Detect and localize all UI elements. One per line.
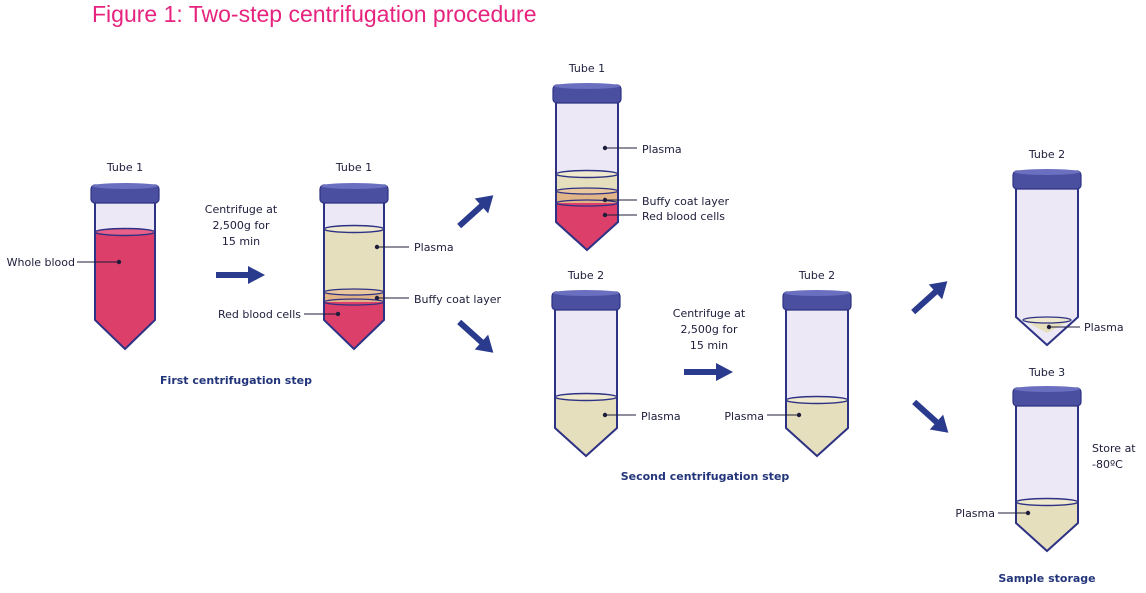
store-note-line-2: -80ºC: [1092, 458, 1123, 471]
centrifuge-1-line-1: Centrifuge at: [205, 203, 278, 216]
step-label-first: First centrifugation step: [160, 374, 312, 387]
tube-b-label: Tube 1: [335, 161, 372, 174]
figure-title: Figure 1: Two-step centrifugation proced…: [92, 1, 537, 27]
leader-dot: [116, 259, 122, 265]
centrifuge-1-line-2: 2,500g for: [212, 219, 270, 232]
tube-c-separated: Tube 1 Plasma Buffy coat layer Red blood…: [552, 62, 730, 252]
centrifuge-2-line-2: 2,500g for: [680, 323, 738, 336]
label-plasma: Plasma: [642, 143, 682, 156]
tube-f-glass: [1016, 189, 1078, 345]
tube-d-outline: [554, 310, 618, 458]
tube-a-label: Tube 1: [106, 161, 143, 174]
tube-c-outline: [555, 103, 619, 252]
tube-d-plasma: Tube 2 Plasma: [551, 269, 681, 458]
tube-b-buffy-surface: [323, 288, 385, 296]
tube-g-outline: [1015, 406, 1079, 553]
centrifuge-instruction-1: Centrifuge at 2,500g for 15 min: [205, 203, 278, 248]
centrifuge-2-line-1: Centrifuge at: [673, 307, 746, 320]
label-plasma: Plasma: [414, 241, 454, 254]
tube-b-rbc-layer: [324, 302, 384, 349]
tube-b-cap-top: [321, 183, 387, 189]
label-buffy-coat: Buffy coat layer: [414, 293, 502, 306]
tube-c-label: Tube 1: [568, 62, 605, 75]
tube-e-plasma: Tube 2 Plasma: [724, 269, 852, 458]
tube-b-separated: Tube 1 Plasma Buffy coat layer Red blood…: [218, 161, 502, 351]
tube-e-outline: [785, 310, 849, 458]
tube-a-blood-layer: [95, 232, 155, 349]
tube-a-blood-surface: [94, 227, 156, 237]
right-arrow: [684, 363, 733, 381]
label-plasma: Plasma: [1084, 321, 1124, 334]
step-label-second: Second centrifugation step: [621, 470, 790, 483]
label-plasma: Plasma: [641, 410, 681, 423]
label-whole-blood: Whole blood: [7, 256, 75, 269]
tube-g-storage: Tube 3 Plasma: [955, 366, 1082, 553]
right-arrow: [216, 266, 265, 284]
tube-a-outline: [94, 203, 156, 351]
tube-a-cap-top: [92, 183, 158, 189]
storage-note: Store at -80ºC: [1092, 442, 1136, 471]
label-buffy-coat: Buffy coat layer: [642, 195, 730, 208]
down-right-arrow: [912, 399, 949, 433]
label-plasma: Plasma: [955, 507, 995, 520]
store-note-line-1: Store at: [1092, 442, 1136, 455]
up-right-arrow: [457, 195, 494, 229]
label-plasma: Plasma: [724, 410, 764, 423]
step-label-storage: Sample storage: [998, 572, 1095, 585]
tube-f-outline: [1015, 189, 1079, 347]
tube-b-outline: [323, 203, 385, 351]
tube-g-label: Tube 3: [1028, 366, 1065, 379]
down-right-arrow: [457, 319, 494, 353]
centrifuge-2-line-3: 15 min: [690, 339, 728, 352]
label-red-blood-cells: Red blood cells: [642, 210, 725, 223]
centrifuge-instruction-2: Centrifuge at 2,500g for 15 min: [673, 307, 746, 352]
tube-e-plasma-layer: [786, 400, 848, 456]
label-red-blood-cells: Red blood cells: [218, 308, 301, 321]
tube-f-plasma: Tube 2 Plasma: [1012, 148, 1124, 347]
tube-b-plasma-surface: [323, 224, 385, 234]
tube-d-plasma-layer: [555, 397, 617, 456]
tube-f-label: Tube 2: [1028, 148, 1065, 161]
tube-c-rbc-layer: [556, 203, 618, 250]
centrifuge-1-line-3: 15 min: [222, 235, 260, 248]
tube-d-label: Tube 2: [567, 269, 604, 282]
tube-a-whole-blood: Tube 1 Whole blood: [7, 161, 160, 351]
up-right-arrow: [911, 281, 948, 315]
tube-b-plasma-layer: [324, 229, 384, 301]
tube-e-label: Tube 2: [798, 269, 835, 282]
tube-g-plasma-layer: [1016, 502, 1078, 551]
